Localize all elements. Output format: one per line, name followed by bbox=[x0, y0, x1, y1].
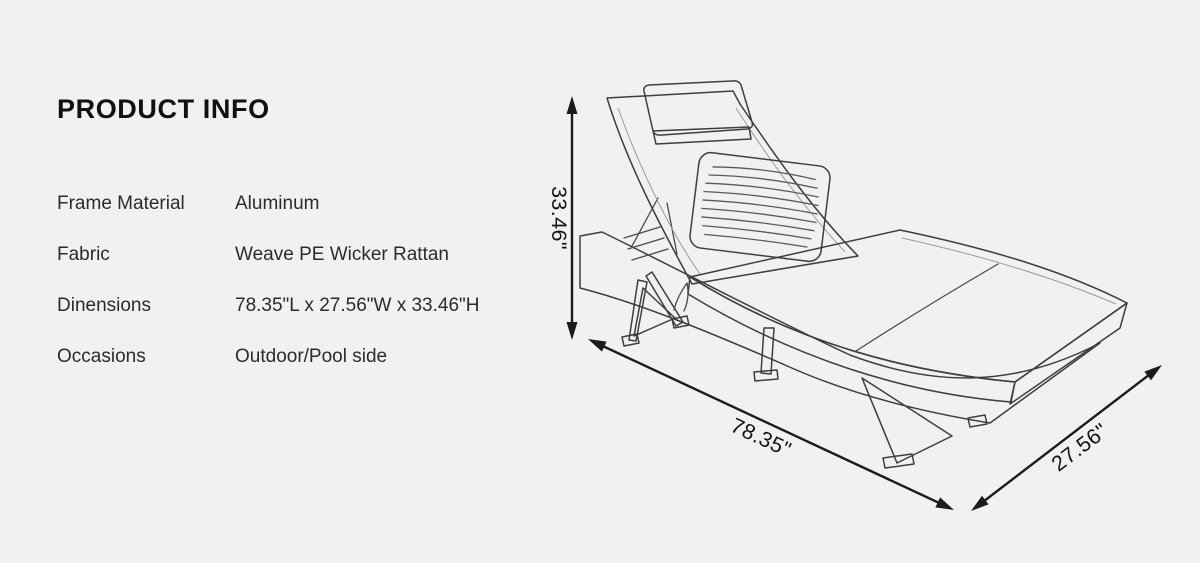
spec-table: Frame Material Aluminum Fabric Weave PE … bbox=[57, 193, 517, 397]
backrest-contour bbox=[617, 107, 701, 275]
spec-value: Aluminum bbox=[235, 193, 320, 214]
spec-label: Frame Material bbox=[57, 193, 185, 214]
seat-cushion-foot-side bbox=[1009, 302, 1128, 405]
chaise-lounge-sketch bbox=[579, 80, 1128, 469]
leg-foot bbox=[753, 369, 779, 382]
striped-throw-pillow bbox=[689, 151, 831, 263]
right-triangle-leg bbox=[861, 377, 953, 469]
spec-row-fabric: Fabric Weave PE Wicker Rattan bbox=[57, 244, 517, 266]
leg-wicker-web bbox=[633, 287, 676, 337]
page-title: PRODUCT INFO bbox=[57, 94, 270, 124]
seat-cushion-near-side bbox=[687, 276, 1016, 403]
height-dimension-label: 33.46" bbox=[547, 186, 571, 250]
middle-leg bbox=[753, 327, 779, 382]
dimension-annotations: 33.46" 78.35" 27.56" bbox=[547, 96, 1162, 511]
spec-value: 78.35"L x 27.56"W x 33.46"H bbox=[235, 295, 480, 316]
height-dimension-arrow bbox=[566, 96, 578, 340]
spec-row-dimensions: Dinensions 78.35"L x 27.56"W x 33.46"H bbox=[57, 295, 517, 317]
spec-label: Fabric bbox=[57, 244, 110, 265]
headrest-pillow bbox=[643, 80, 754, 145]
spec-label: Occasions bbox=[57, 346, 146, 367]
chaise-lounge-dimension-drawing: 33.46" 78.35" 27.56" bbox=[547, 80, 1162, 511]
seat-cushion-top bbox=[689, 229, 1128, 383]
seat-cushion bbox=[673, 229, 1128, 405]
leg-foot bbox=[671, 315, 690, 329]
base-rear-foot bbox=[967, 414, 988, 428]
length-dimension-arrow bbox=[588, 339, 954, 510]
leg-foot bbox=[621, 333, 640, 347]
spec-value: Weave PE Wicker Rattan bbox=[235, 244, 450, 265]
spec-row-frame-material: Frame Material Aluminum bbox=[57, 193, 517, 215]
spec-row-occasions: Occasions Outdoor/Pool side bbox=[57, 346, 517, 368]
backrest bbox=[606, 90, 859, 285]
left-a-frame-leg bbox=[621, 271, 690, 347]
cushion-piping bbox=[901, 237, 1117, 305]
spec-label: Dinensions bbox=[57, 295, 151, 316]
cushion-tie bbox=[673, 282, 689, 312]
leg-foot bbox=[882, 453, 915, 469]
width-dimension-arrow bbox=[971, 365, 1162, 511]
recline-adjustment-rack bbox=[623, 197, 678, 261]
spec-value: Outdoor/Pool side bbox=[235, 346, 388, 367]
cushion-seam bbox=[855, 263, 999, 352]
